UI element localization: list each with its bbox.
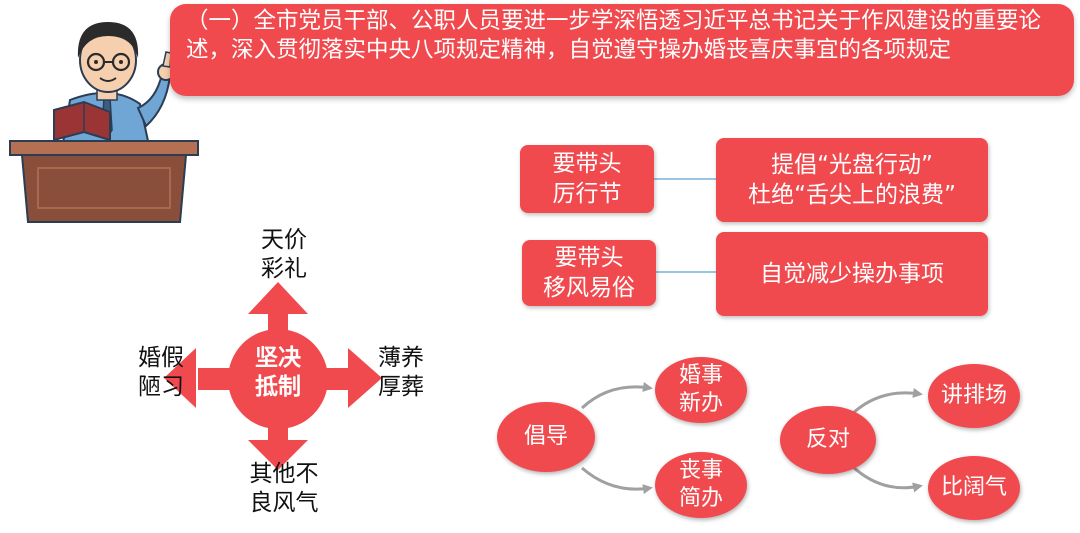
lead-detail-1: 提倡“光盘行动” 杜绝“舌尖上的浪费” — [716, 138, 988, 222]
oppose-bottom-label: 比阔气 — [940, 475, 1007, 500]
advocate-top-line-2: 新办 — [678, 391, 723, 416]
cross-top-line-2: 彩礼 — [261, 256, 307, 282]
cross-center-label: 坚决 抵制 — [238, 344, 318, 402]
cross-right-line-1: 薄养 — [378, 345, 424, 371]
oppose-center-label: 反对 — [805, 427, 850, 452]
advocate-top: 婚事 新办 — [655, 357, 747, 423]
arrow-down-icon — [248, 440, 308, 470]
teacher-illustration — [9, 22, 199, 223]
oppose-top-label: 讲排场 — [940, 383, 1007, 408]
lead-label-2: 要带头 移风易俗 — [522, 240, 656, 306]
lead-detail-2-line-1: 自觉减少操办事项 — [760, 261, 944, 287]
advocate-bottom: 丧事 简办 — [655, 452, 747, 518]
cross-left-label: 婚假 陋习 — [126, 344, 196, 402]
cross-center-line-1: 坚决 — [255, 345, 301, 371]
advocate-center-label: 倡导 — [523, 424, 568, 449]
oppose-top: 讲排场 — [928, 364, 1020, 428]
cross-bottom-label: 其他不 良风气 — [234, 460, 334, 518]
arrow-right-icon — [348, 348, 382, 408]
advocate-center: 倡导 — [497, 402, 595, 472]
cross-bottom-line-1: 其他不 — [249, 461, 319, 487]
cross-left-line-2: 陋习 — [138, 374, 184, 400]
lead-label-2-line-1: 要带头 — [554, 245, 624, 271]
cross-right-line-2: 厚葬 — [378, 374, 424, 400]
cross-diagram — [164, 282, 382, 470]
lead-label-1-line-1: 要带头 — [552, 151, 622, 177]
advocate-top-line-1: 婚事 — [678, 363, 723, 388]
cross-bottom-line-2: 良风气 — [249, 490, 319, 516]
advocate-bottom-line-2: 简办 — [678, 486, 723, 511]
lead-detail-2: 自觉减少操办事项 — [716, 232, 988, 316]
cross-right-label: 薄养 厚葬 — [364, 344, 438, 402]
lead-detail-1-line-2: 杜绝“舌尖上的浪费” — [748, 182, 956, 208]
lead-detail-1-line-1: 提倡“光盘行动” — [771, 152, 933, 178]
cross-left-line-1: 婚假 — [138, 345, 184, 371]
lead-label-1: 要带头 厉行节 — [520, 145, 654, 213]
lead-label-2-line-2: 移风易俗 — [543, 275, 635, 301]
arrow-up-icon — [248, 282, 308, 314]
cross-center-line-2: 抵制 — [255, 374, 301, 400]
lead-label-1-line-2: 厉行节 — [552, 181, 622, 207]
cross-top-line-1: 天价 — [261, 227, 307, 253]
title-banner: （一）全市党员干部、公职人员要进一步学深悟透习近平总书记关于作风建设的重要论述，… — [170, 4, 1074, 96]
oppose-center: 反对 — [780, 406, 876, 474]
banner-text: （一）全市党员干部、公职人员要进一步学深悟透习近平总书记关于作风建设的重要论述，… — [186, 8, 1042, 63]
cross-top-label: 天价 彩礼 — [244, 226, 324, 284]
advocate-bottom-line-1: 丧事 — [678, 458, 723, 483]
arrow-left-icon — [164, 348, 196, 408]
oppose-bottom: 比阔气 — [928, 456, 1020, 520]
